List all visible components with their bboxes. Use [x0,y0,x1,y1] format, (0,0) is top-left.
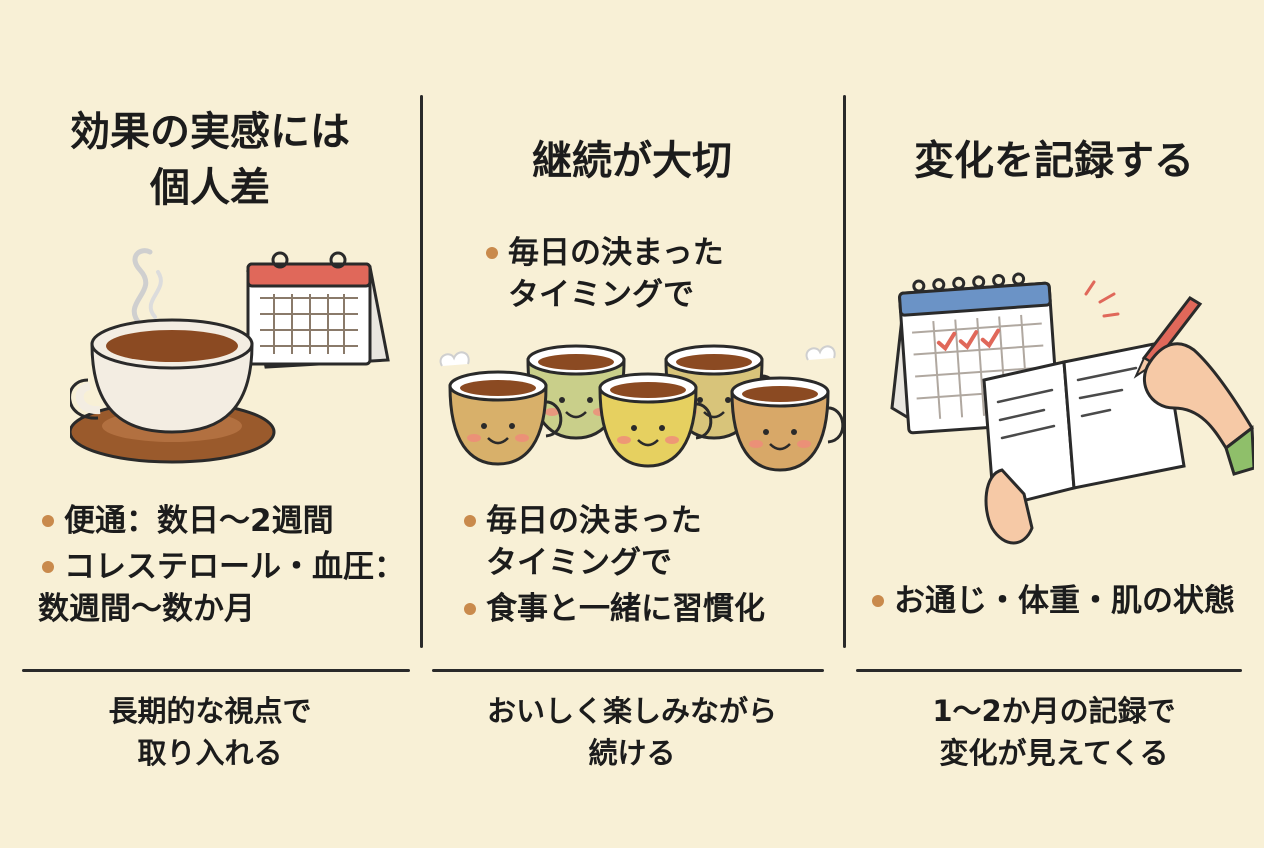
bullet-text: お通じ・体重・肌の状態 [894,583,1235,619]
column-individual-differences: 効果の実感には 個人差 [0,0,420,848]
column-title: 変化を記録する [844,133,1264,189]
calendar-icon [246,251,390,369]
title-line: 効果の実感には [70,109,350,155]
caption-line: おいしく楽しみながら [486,694,777,728]
column-continuity: 継続が大切 毎日の決まった タイミングで [420,0,845,848]
bullet-text: コレステロール・血圧： [64,549,405,585]
teacup-icon [70,248,276,464]
bullet-item: 毎日の決まった タイミングで [460,500,765,584]
bullet-text: 食事と一緒に習慣化 [486,591,765,627]
caption-line: 取り入れる [137,736,283,770]
divider-vertical-2 [843,95,846,648]
bullet-text: 便通：数日〜2週間 [64,503,334,539]
column-record-changes: 変化を記録する [844,0,1264,848]
title-line: 個人差 [150,165,270,211]
divider-horizontal-3 [856,669,1242,672]
bullet-list: 便通：数日〜2週間 コレステロール・血圧： 数週間〜数か月 [38,500,405,634]
column-title: 効果の実感には 個人差 [0,104,420,216]
bullet-list: 毎日の決まった タイミングで 食事と一緒に習慣化 [460,500,765,634]
divider-horizontal-1 [22,669,410,672]
bullet-text: 毎日の決まった [486,503,702,539]
bullet-item: お通じ・体重・肌の状態 [868,580,1235,622]
bullet-text: 数週間〜数か月 [38,591,255,627]
bullet-text: タイミングで [508,277,694,313]
column-caption: 1〜2か月の記録で 変化が見えてくる [844,690,1264,774]
column-title: 継続が大切 [420,133,844,189]
bullet-item: コレステロール・血圧： 数週間〜数か月 [38,546,405,630]
bullet-list: お通じ・体重・肌の状態 [868,580,1235,626]
bullet-item: 便通：数日〜2週間 [38,500,405,542]
calendar-notebook-illustration [890,272,1254,545]
title-line: 継続が大切 [532,138,732,184]
bullet-item: 毎日の決まった タイミングで [482,232,724,316]
column-caption: おいしく楽しみながら 続ける [420,690,844,774]
teacup-calendar-illustration [70,248,390,464]
bullet-text: タイミングで [486,545,672,581]
divider-horizontal-2 [432,669,824,672]
top-bullet-list: 毎日の決まった タイミングで [482,232,724,320]
divider-vertical-1 [420,95,423,648]
column-caption: 長期的な視点で 取り入れる [0,690,420,774]
caption-line: 続ける [588,736,676,770]
smiling-teacups-icon [439,344,845,472]
bullet-item: 食事と一緒に習慣化 [460,588,765,630]
caption-line: 長期的な視点で [108,694,312,728]
title-line: 変化を記録する [914,138,1194,184]
bullet-text: 毎日の決まった [508,235,724,271]
caption-line: 変化が見えてくる [939,736,1169,770]
notebook-pen-icon [982,280,1254,545]
caption-line: 1〜2か月の記録で [932,694,1176,728]
